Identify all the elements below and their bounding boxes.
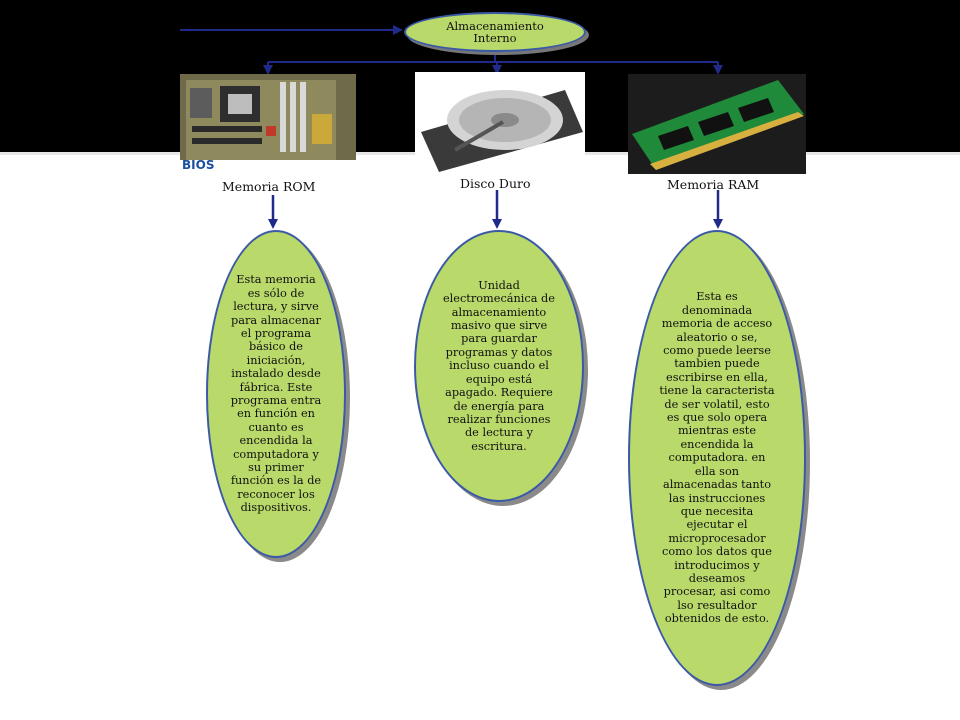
disk-description-node: Unidad electromecánica de almacenamiento…	[414, 230, 588, 506]
disk-label: Disco Duro	[460, 176, 531, 191]
rom-description-text: Esta memoria es sólo de lectura, y sirve…	[230, 273, 322, 515]
rom-label: Memoria ROM	[222, 179, 316, 194]
motherboard-image: BIOS	[180, 74, 356, 174]
rom-description-node: Esta memoria es sólo de lectura, y sirve…	[206, 230, 350, 562]
root-node: Almacenamiento Interno	[404, 12, 586, 52]
root-line-2: Interno	[473, 31, 517, 45]
hard-disk-image	[415, 72, 585, 172]
ram-description-node: Esta es denominada memoria de acceso ale…	[628, 230, 810, 690]
root-line-1: Almacenamiento	[446, 19, 544, 33]
bios-logo: BIOS	[182, 158, 215, 172]
disk-description-text: Unidad electromecánica de almacenamiento…	[443, 278, 555, 453]
ram-label: Memoria RAM	[667, 177, 760, 192]
ram-description-text: Esta es denominada memoria de acceso ale…	[659, 290, 775, 626]
ram-module-image	[628, 74, 806, 174]
